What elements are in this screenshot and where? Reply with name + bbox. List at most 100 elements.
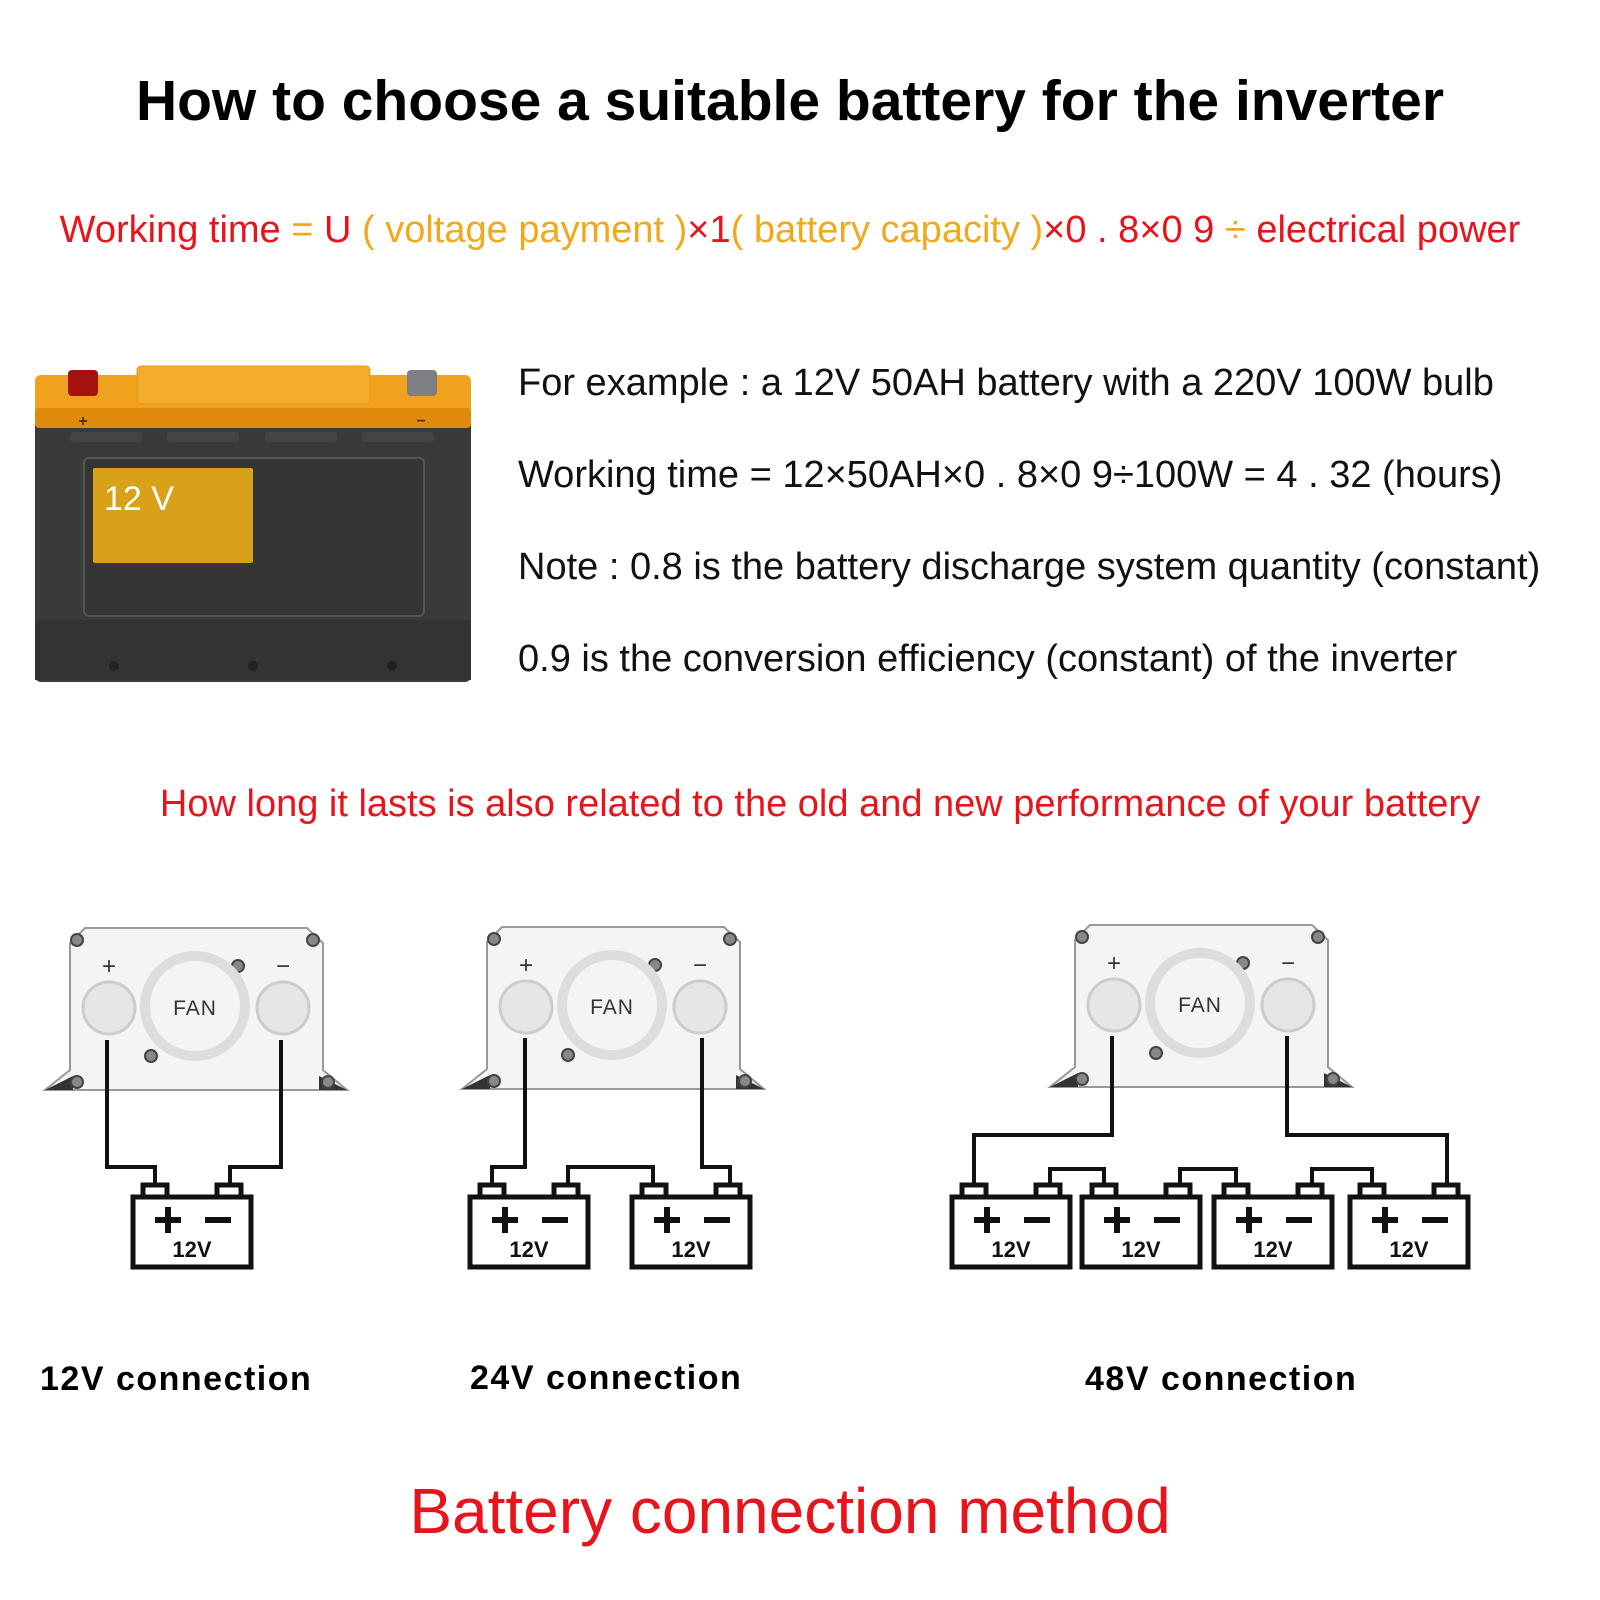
car-battery-illustration: 12 V + −: [35, 365, 471, 682]
screw-icon: [487, 1074, 501, 1088]
wire: [490, 1038, 527, 1185]
example-line-1: For example : a 12V 50AH battery with a …: [518, 362, 1494, 404]
plus-sign: +: [102, 953, 116, 980]
battery-symbol: 12V: [1347, 1182, 1471, 1270]
plus-sign: +: [78, 413, 87, 430]
battery-symbol: 12V: [1079, 1182, 1203, 1270]
screw-icon: [1149, 1046, 1163, 1060]
battery-symbol: 12V: [1211, 1182, 1335, 1270]
connection-label-12v: 12V connection: [40, 1360, 312, 1398]
battery-body: [1347, 1194, 1471, 1270]
wire: [105, 1040, 157, 1185]
negative-terminal: [407, 370, 437, 396]
fan-icon: [557, 950, 667, 1060]
battery-age-note: How long it lasts is also related to the…: [160, 783, 1480, 825]
inverter-body: [459, 926, 767, 1090]
wire: [566, 1165, 655, 1185]
screw-icon: [1075, 1072, 1089, 1086]
battery-voltage: 12V: [1389, 1237, 1428, 1262]
screw-icon: [561, 1048, 575, 1062]
inverter: FAN + −: [459, 926, 767, 1090]
formula-segment: ×0 . 8×0 9: [1043, 209, 1225, 251]
mounting-foot: [45, 1076, 73, 1090]
screw-icon: [738, 1074, 752, 1088]
screw-icon: [321, 1075, 335, 1089]
example-line-4: 0.9 is the conversion efficiency (consta…: [518, 638, 1458, 680]
battery-voltage: 12V: [172, 1237, 211, 1262]
fan-label: FAN: [590, 996, 634, 1019]
battery-voltage: 12V: [671, 1237, 710, 1262]
formula: Working time = U ( voltage payment )×1( …: [60, 209, 1521, 251]
inverter-body: [1047, 924, 1355, 1088]
connection-diagrams: FAN + − FAN + − FAN + − 12V 12V 12V 12V 12V 12V 12V: [42, 924, 1471, 1270]
screw-icon: [70, 1075, 84, 1089]
wire: [1285, 1036, 1449, 1185]
wire: [1310, 1167, 1374, 1185]
minus-sign: −: [1281, 950, 1295, 977]
page-title: How to choose a suitable battery for the…: [136, 69, 1444, 133]
fan-icon: [1145, 948, 1255, 1058]
fan-label: FAN: [173, 997, 217, 1020]
mounting-foot: [462, 1075, 490, 1089]
battery-voltage: 12V: [991, 1237, 1030, 1262]
inverter: FAN + −: [42, 927, 350, 1091]
battery-symbol: 12V: [629, 1182, 753, 1270]
voltage-label-plate: [93, 468, 253, 563]
mounting-foot: [1050, 1073, 1078, 1087]
screw-icon: [1311, 930, 1325, 944]
formula-segment: =: [291, 209, 324, 251]
battery-voltage-text: 12 V: [104, 480, 174, 518]
screw-icon: [144, 1049, 158, 1063]
battery-symbol: 12V: [467, 1182, 591, 1270]
battery-body: [949, 1194, 1073, 1270]
positive-terminal-knob: [1086, 977, 1142, 1033]
example-line-2: Working time = 12×50AH×0 . 8×0 9÷100W = …: [518, 454, 1502, 496]
battery-body: [467, 1194, 591, 1270]
plus-sign: +: [1107, 950, 1121, 977]
wire: [972, 1036, 1114, 1185]
wire: [1048, 1167, 1106, 1185]
inverter: FAN + −: [1047, 924, 1355, 1088]
formula-segment: Working time: [60, 209, 292, 251]
minus-sign: −: [416, 413, 425, 430]
positive-terminal-knob: [81, 980, 137, 1036]
screw-icon: [723, 932, 737, 946]
battery-voltage: 12V: [1253, 1237, 1292, 1262]
footer-title: Battery connection method: [409, 1475, 1170, 1547]
formula-segment: ÷: [1225, 209, 1256, 251]
negative-terminal-knob: [672, 979, 728, 1035]
fan-icon: [140, 951, 250, 1061]
battery-symbol: 12V: [130, 1182, 254, 1270]
formula-segment: ×1: [687, 209, 730, 251]
wire: [1178, 1167, 1238, 1185]
inverter-body: [42, 927, 350, 1091]
negative-terminal-knob: [1260, 977, 1316, 1033]
battery-symbol: 12V: [949, 1182, 1073, 1270]
positive-terminal-knob: [498, 979, 554, 1035]
connection-label-24v: 24V connection: [470, 1359, 742, 1397]
battery-voltage: 12V: [1121, 1237, 1160, 1262]
screw-icon: [70, 933, 84, 947]
connection-label-48v: 48V connection: [1085, 1360, 1357, 1398]
example-line-3: Note : 0.8 is the battery discharge syst…: [518, 546, 1540, 588]
screw-icon: [1326, 1072, 1340, 1086]
formula-segment: ( voltage payment ): [362, 209, 687, 251]
fan-label: FAN: [1178, 994, 1222, 1017]
battery-body: [130, 1194, 254, 1270]
battery-body: [1079, 1194, 1203, 1270]
battery-body: [629, 1194, 753, 1270]
wire: [700, 1038, 732, 1185]
formula-segment: electrical power: [1256, 209, 1520, 251]
battery-voltage: 12V: [509, 1237, 548, 1262]
screw-icon: [487, 932, 501, 946]
plus-sign: +: [519, 952, 533, 979]
wire: [228, 1040, 283, 1185]
minus-sign: −: [693, 952, 707, 979]
minus-sign: −: [276, 953, 290, 980]
positive-terminal: [68, 370, 98, 396]
screw-icon: [306, 933, 320, 947]
formula-segment: U: [324, 209, 362, 251]
battery-body: [1211, 1194, 1335, 1270]
formula-segment: ( battery capacity ): [731, 209, 1044, 251]
